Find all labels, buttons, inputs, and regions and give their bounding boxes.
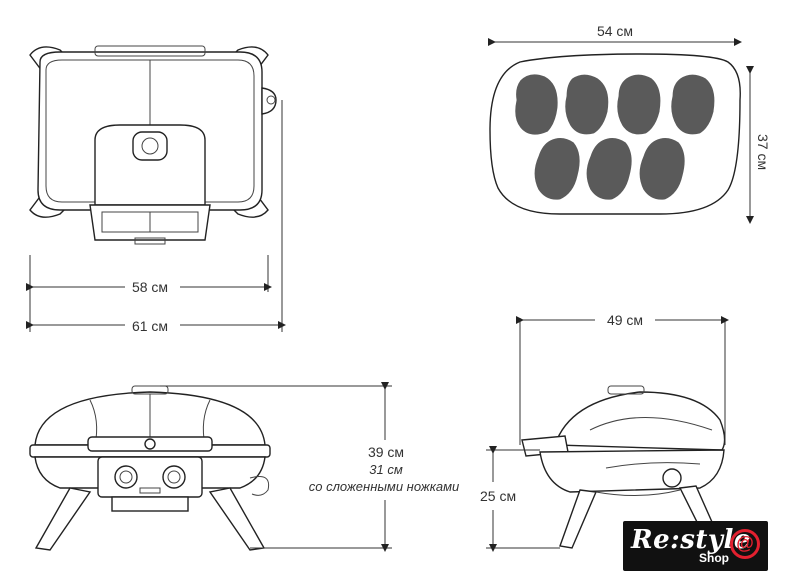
logo-sub-text: Shop xyxy=(699,551,729,565)
restyle-shop-logo: Re:style Shop @ xyxy=(623,521,768,571)
front-folded-height-label: 31 см xyxy=(369,462,403,477)
grate-width-label: 54 см xyxy=(597,23,633,39)
top-inner-width-label: 58 см xyxy=(132,279,168,295)
front-height-label: 39 см xyxy=(368,444,404,460)
at-sign-icon: @ xyxy=(730,529,760,559)
grate-view: 54 см 37 см xyxy=(488,23,771,224)
top-outer-width-label: 61 см xyxy=(132,318,168,334)
side-depth-label: 49 см xyxy=(607,312,643,328)
top-view-grill xyxy=(29,45,277,245)
front-folded-note: со сложенными ножками xyxy=(309,479,459,494)
side-view-grill xyxy=(521,385,726,549)
front-view-grill xyxy=(29,385,271,551)
side-leg-height-label: 25 см xyxy=(480,488,516,504)
grate-depth-label: 37 см xyxy=(755,134,771,170)
steak-group xyxy=(514,73,716,201)
